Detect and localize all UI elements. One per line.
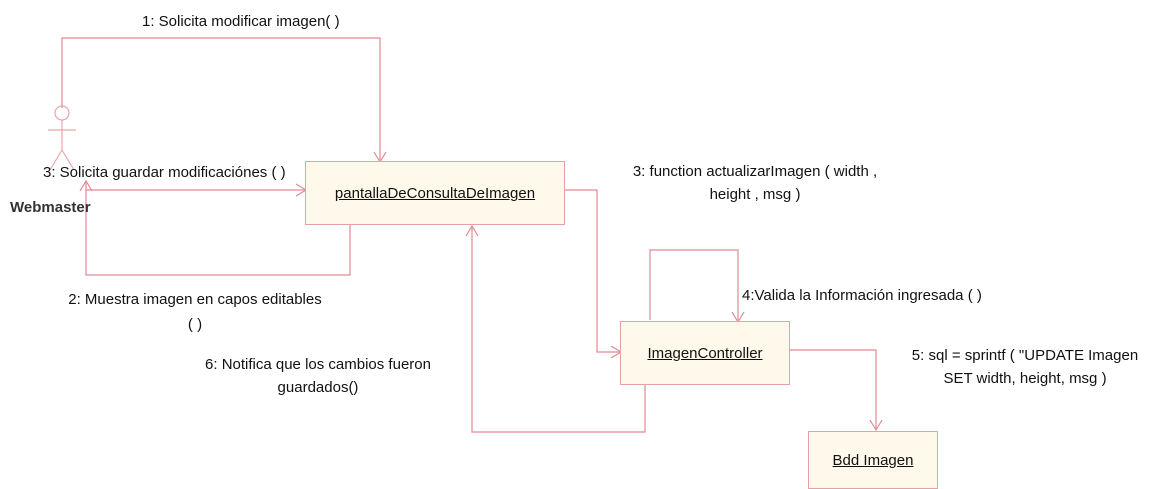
object-pantalla-label: pantallaDeConsultaDeImagen [334, 184, 536, 202]
actor-label: Webmaster [10, 199, 91, 216]
message-2-label: 2: Muestra imagen en capos editables ( ) [40, 290, 350, 334]
message-3b-line2: height , msg ) [709, 186, 801, 203]
message-5-arrowhead [869, 419, 883, 432]
message-5-label: 5: sql = sprintf ( "UPDATE Imagen SET wi… [880, 346, 1170, 388]
message-5-line2: SET width, height, msg ) [943, 370, 1107, 387]
message-6-label: 6: Notifica que los cambios fueron guard… [168, 355, 468, 397]
message-2-line2: ( ) [187, 316, 203, 333]
message-3b-label: 3: function actualizarImagen ( width , h… [595, 162, 915, 204]
message-2-line [85, 182, 351, 276]
message-5-line [790, 349, 877, 430]
object-bdd-imagen[interactable]: Bdd Imagen [808, 431, 938, 489]
object-controller-label: ImagenController [647, 344, 763, 362]
message-3a-label: 3: Solicita guardar modificaciónes ( ) [43, 164, 286, 181]
message-6-line [471, 226, 646, 433]
object-imagen-controller[interactable]: ImagenController [620, 321, 790, 385]
message-6-line1: 6: Notifica que los cambios fueron [205, 356, 431, 373]
message-6-line2: guardados() [277, 379, 359, 396]
message-1-label: 1: Solicita modificar imagen( ) [142, 13, 340, 30]
message-4-line [649, 249, 739, 320]
message-2-arrowhead [79, 179, 93, 192]
message-2-line1: 2: Muestra imagen en capos editables [68, 291, 322, 308]
message-6-arrowhead [465, 224, 479, 237]
message-5-line1: 5: sql = sprintf ( "UPDATE Imagen [911, 347, 1139, 364]
message-3b-line [565, 189, 620, 353]
object-pantalla[interactable]: pantallaDeConsultaDeImagen [305, 161, 565, 225]
message-4-label: 4:Valida la Información ingresada ( ) [742, 287, 982, 304]
actor-figure [48, 105, 76, 171]
message-3b-line1: 3: function actualizarImagen ( width , [632, 163, 878, 180]
message-1-line [61, 37, 381, 160]
object-bdd-label: Bdd Imagen [832, 451, 914, 469]
